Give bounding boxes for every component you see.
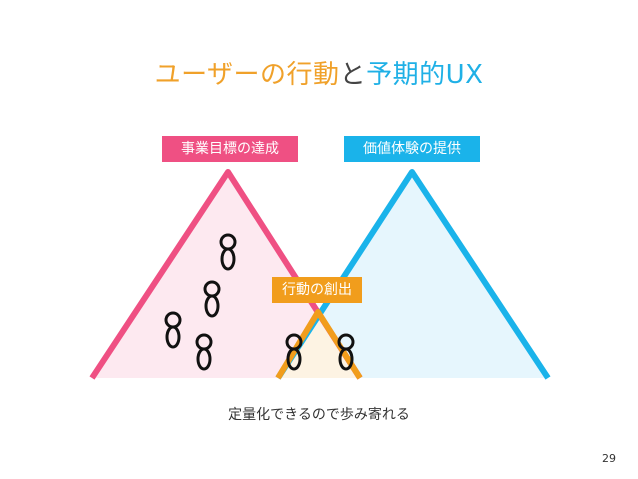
title-user-action: ユーザーの行動 xyxy=(154,60,340,90)
person-icon xyxy=(285,333,303,371)
label-action-creation: 行動の創出 xyxy=(272,277,362,303)
pink-triangle-fill xyxy=(92,172,360,378)
blue-triangle-outline xyxy=(275,169,551,380)
blue-triangle-fill xyxy=(278,172,548,378)
person-icon xyxy=(164,311,182,349)
label-business-goal: 事業目標の達成 xyxy=(162,136,298,162)
page-number: 29 xyxy=(602,452,616,465)
pink-triangle-outline xyxy=(89,169,363,380)
person-icon xyxy=(203,280,221,318)
caption: 定量化できるので歩み寄れる xyxy=(228,407,410,423)
title-connector: と xyxy=(339,60,367,90)
person-icon xyxy=(337,333,355,371)
person-icon xyxy=(195,333,213,371)
label-value-experience: 価値体験の提供 xyxy=(344,136,480,162)
person-icon xyxy=(219,233,237,271)
slide-title: ユーザーの行動と予期的UX xyxy=(0,54,638,91)
orange-triangle-outline xyxy=(275,309,363,380)
title-anticipatory-ux: 予期的UX xyxy=(366,60,484,90)
